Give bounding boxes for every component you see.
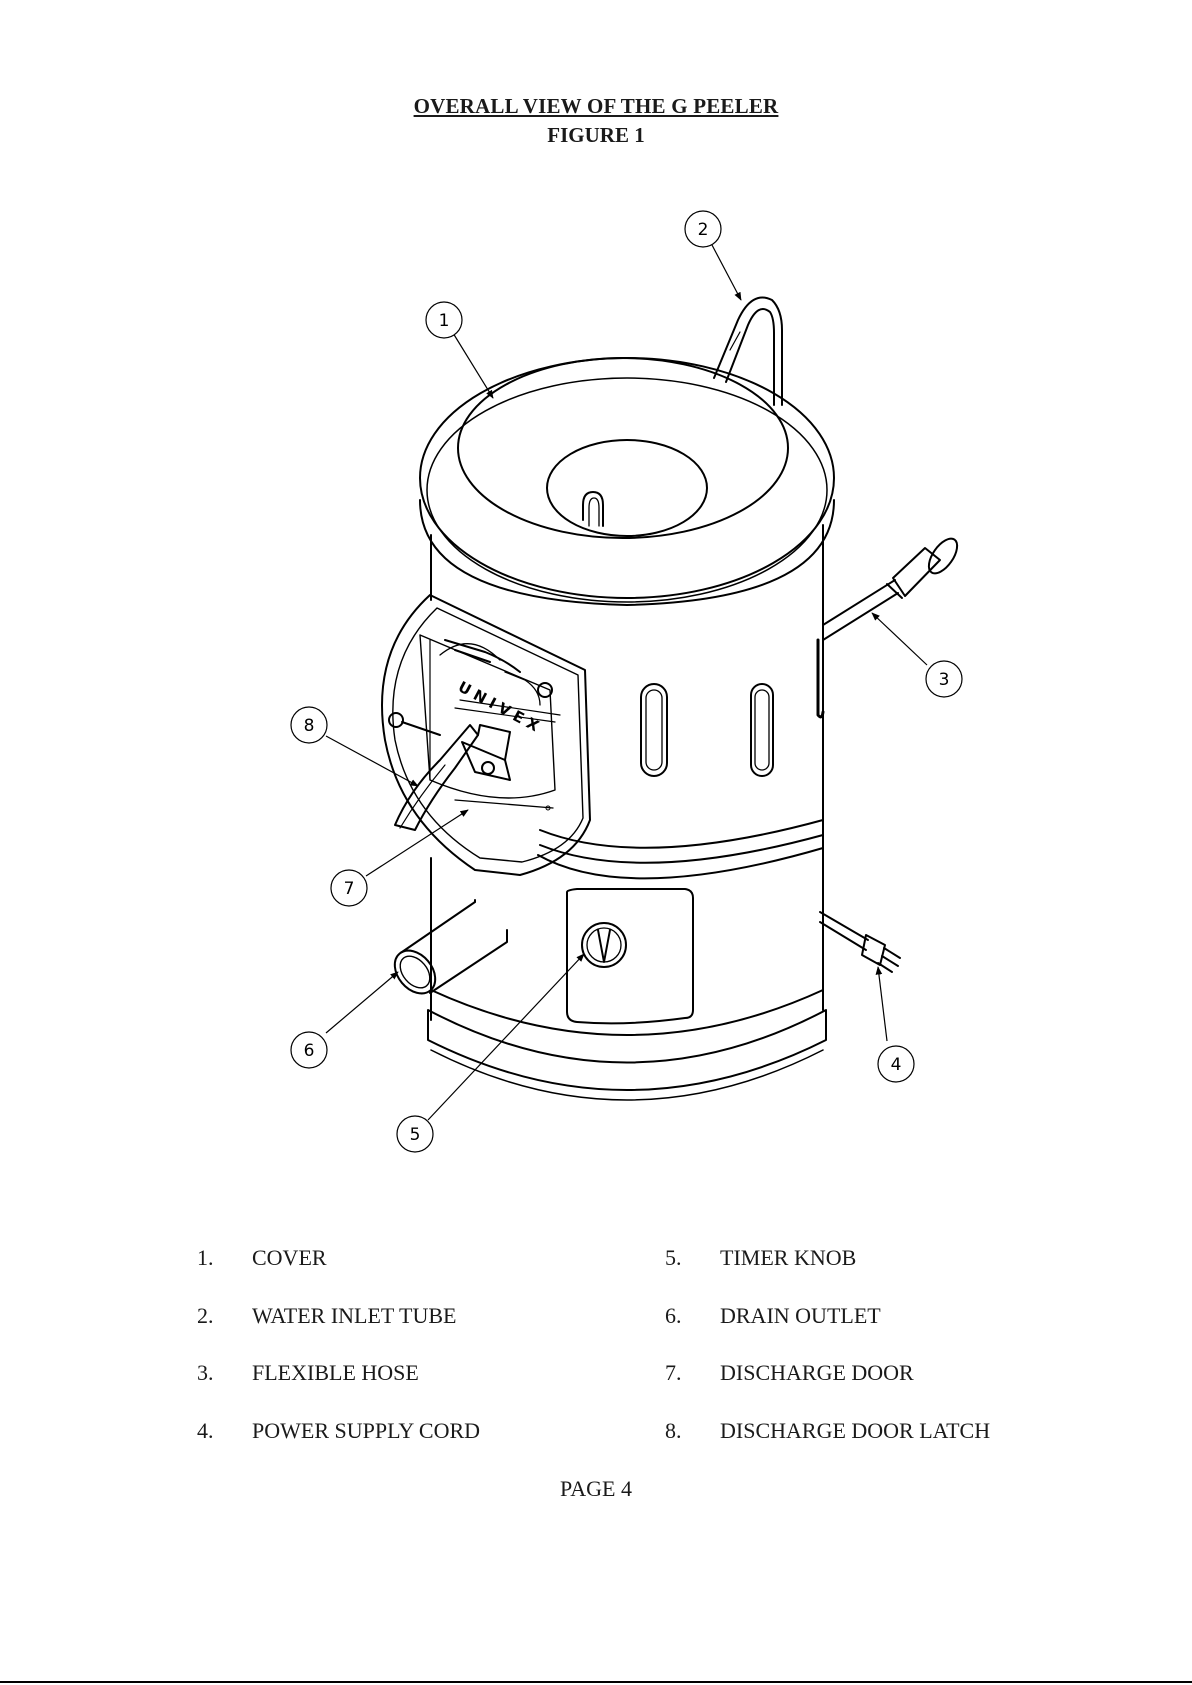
svg-text:1: 1 [439,311,450,331]
svg-text:6: 6 [304,1041,315,1061]
bottom-rule [0,1681,1192,1683]
svg-text:4: 4 [891,1055,902,1075]
svg-text:5: 5 [410,1125,421,1145]
timer-panel [567,889,693,1023]
svg-text:7: 7 [344,879,355,899]
callout-3: 3 [926,661,962,697]
callout-7: 7 [331,870,367,906]
svg-text:3: 3 [939,670,950,690]
flexible-hose [823,534,963,640]
svg-text:2: 2 [698,220,709,240]
cover [420,358,834,605]
callout-1: 1 [426,302,462,338]
base-body [428,848,826,1100]
svg-text:8: 8 [304,716,315,736]
page-number: PAGE 4 [0,1476,1192,1502]
callouts: 1 2 3 4 5 6 7 8 [291,211,962,1152]
callout-5: 5 [397,1116,433,1152]
leader-lines [326,245,927,1120]
discharge-door-latch [389,713,510,830]
callout-2: 2 [685,211,721,247]
callout-6: 6 [291,1032,327,1068]
callout-4: 4 [878,1046,914,1082]
power-cord [820,912,900,972]
callout-8: 8 [291,707,327,743]
discharge-door [382,595,590,875]
drain-outlet [387,900,507,1001]
peeler-diagram: UNIVEX 1 2 3 4 5 [0,0,1192,1200]
